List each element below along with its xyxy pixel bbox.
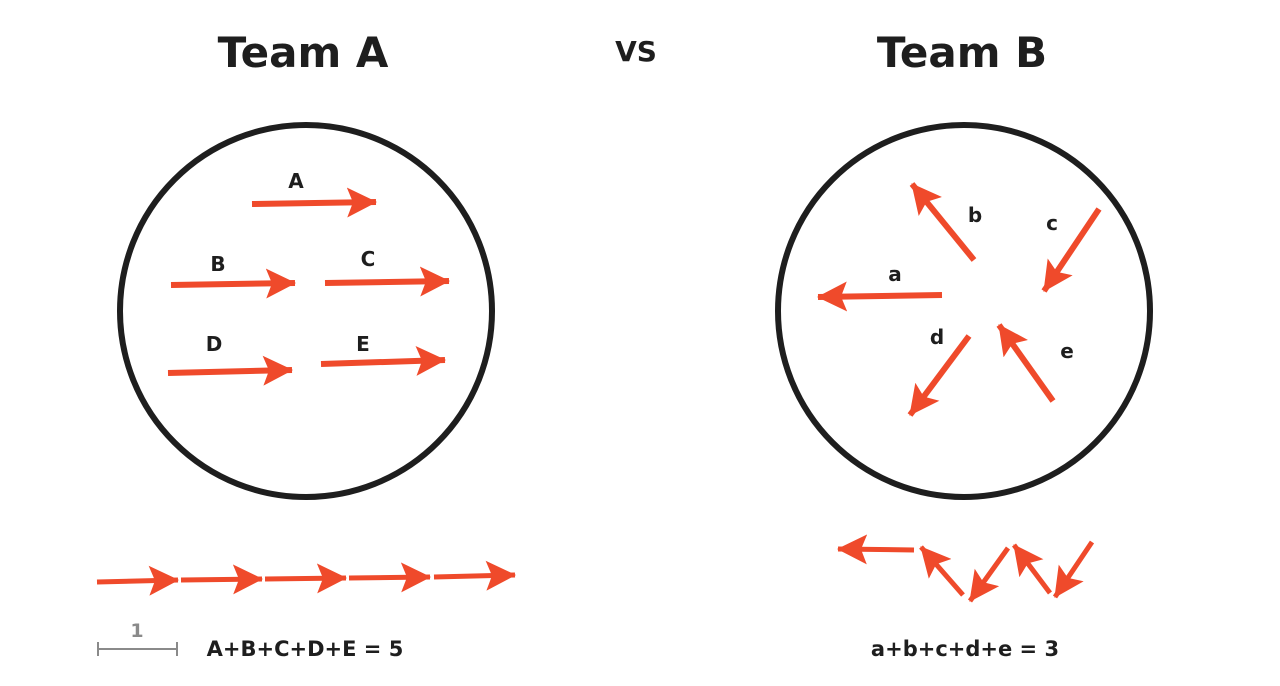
team-b-vector-sum <box>837 534 1095 603</box>
sum-vector-c-lower <box>967 546 1011 603</box>
label-e-lower: e <box>1060 339 1074 363</box>
label-c-upper: C <box>361 247 376 271</box>
label-d-upper: D <box>206 332 223 356</box>
vector-c-upper <box>324 266 450 297</box>
vector-e-upper <box>320 345 446 376</box>
sum-vector-a-lower <box>837 534 915 565</box>
label-d-lower: d <box>930 325 944 349</box>
label-a-lower: a <box>888 262 902 286</box>
team-a-equation: A+B+C+D+E = 5 <box>207 637 404 661</box>
vector-b-upper <box>170 268 296 299</box>
label-b-lower: b <box>968 203 982 227</box>
vector-d-lower <box>907 334 972 417</box>
sum-vector-d <box>348 562 431 593</box>
sum-vector-d-lower <box>1052 540 1095 599</box>
label-e-upper: E <box>356 332 370 356</box>
vector-c-lower <box>1041 207 1102 293</box>
sum-vector-b-lower <box>919 545 965 597</box>
team-b-vectors <box>817 182 1102 417</box>
vector-e-lower <box>996 323 1056 403</box>
label-a-upper: A <box>288 169 304 193</box>
sum-vector-e-lower <box>1012 543 1052 595</box>
team-b-title: Team B <box>877 28 1047 77</box>
sum-vector-a <box>96 565 179 596</box>
label-b-upper: B <box>210 252 225 276</box>
team-a-circle <box>117 122 495 500</box>
sum-vector-b <box>180 564 263 595</box>
team-a-title: Team A <box>218 28 389 77</box>
scale-label: 1 <box>130 620 143 642</box>
vector-d-upper <box>167 355 293 386</box>
team-b-equation: a+b+c+d+e = 3 <box>871 637 1059 661</box>
sum-vector-e <box>433 560 516 591</box>
team-b-circle <box>775 122 1153 500</box>
vector-a-lower <box>817 281 943 312</box>
label-c-lower: c <box>1046 211 1058 235</box>
vector-a-upper <box>251 187 377 218</box>
team-a-vectors <box>167 187 450 386</box>
unit-scale-bar: 1 <box>97 620 178 656</box>
team-a-vector-sum <box>96 560 516 596</box>
sum-vector-c <box>264 563 347 594</box>
vs-label: VS <box>615 35 657 68</box>
vector-b-lower <box>909 182 977 262</box>
